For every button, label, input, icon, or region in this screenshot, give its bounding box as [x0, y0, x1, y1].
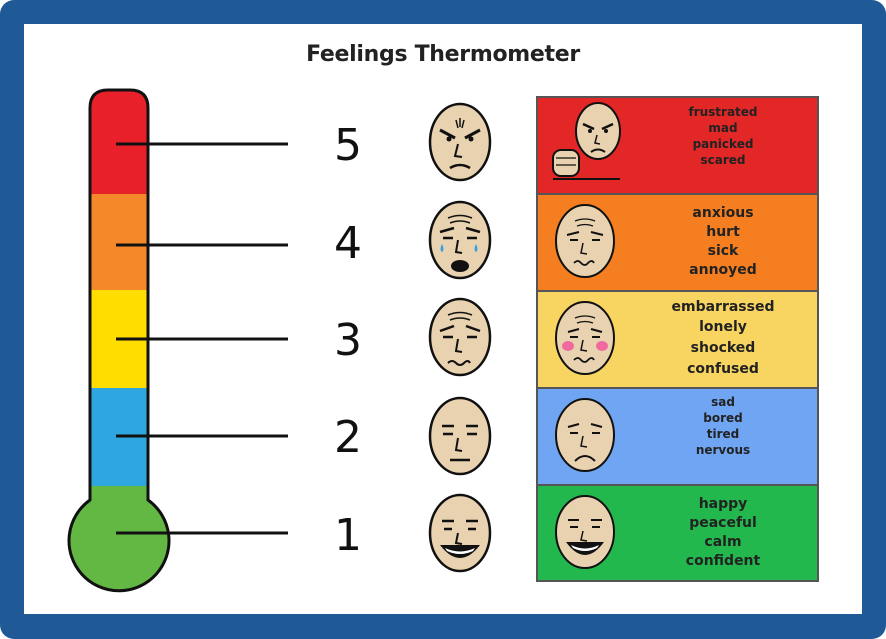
level-box-4: anxious hurt sick annoyed	[536, 193, 819, 292]
thermometer-segment-5	[69, 90, 169, 194]
box1-word-2: peaceful	[689, 515, 757, 531]
box4-word-1: anxious	[692, 205, 753, 221]
box1-word-1: happy	[699, 496, 748, 512]
thermometer-outline	[67, 88, 171, 593]
box4-word-4: annoyed	[689, 262, 757, 278]
angry-face-icon	[428, 102, 492, 182]
angry-fist-face-icon	[552, 102, 621, 180]
level-number-3: 3	[334, 315, 362, 366]
happy-face-icon	[428, 493, 492, 573]
thermometer	[67, 88, 171, 593]
box4-word-3: sick	[708, 243, 739, 259]
level-box-2: sad bored tired nervous	[536, 387, 819, 486]
box5-word-2: mad	[708, 121, 737, 135]
box5-word-3: panicked	[693, 137, 754, 151]
level-number-5: 5	[334, 120, 362, 171]
box3-word-3: shocked	[691, 340, 756, 356]
neutral-face-icon	[428, 396, 492, 476]
embarrassed-face-icon	[555, 301, 615, 375]
sad-face-icon	[555, 398, 615, 472]
anxious-face-icon	[555, 204, 615, 278]
box4-word-2: hurt	[706, 224, 740, 240]
level-number-2: 2	[334, 412, 362, 463]
thermometer-segment-4	[69, 194, 169, 290]
box2-word-4: nervous	[696, 443, 750, 457]
box3-word-4: confused	[687, 361, 759, 377]
level-number-1: 1	[334, 510, 362, 561]
smiling-face-icon	[555, 495, 615, 569]
level-number-4: 4	[334, 218, 362, 269]
level-box-1: happy peaceful calm confident	[536, 484, 819, 582]
worried-face-icon	[428, 297, 492, 377]
box3-word-2: lonely	[699, 319, 747, 335]
box1-word-4: confident	[686, 553, 761, 569]
box1-word-3: calm	[704, 534, 741, 550]
box2-word-3: tired	[707, 427, 740, 441]
box2-word-1: sad	[711, 395, 735, 409]
box5-word-1: frustrated	[688, 105, 757, 119]
box2-word-2: bored	[703, 411, 742, 425]
box5-word-4: scared	[701, 153, 746, 167]
thermometer-segment-1	[69, 486, 169, 591]
crying-face-icon	[428, 200, 492, 280]
page-title: Feelings Thermometer	[306, 42, 580, 67]
box3-word-1: embarrassed	[672, 299, 775, 315]
level-box-3: embarrassed lonely shocked confused	[536, 290, 819, 389]
level-box-5: frustrated mad panicked scared	[536, 96, 819, 195]
